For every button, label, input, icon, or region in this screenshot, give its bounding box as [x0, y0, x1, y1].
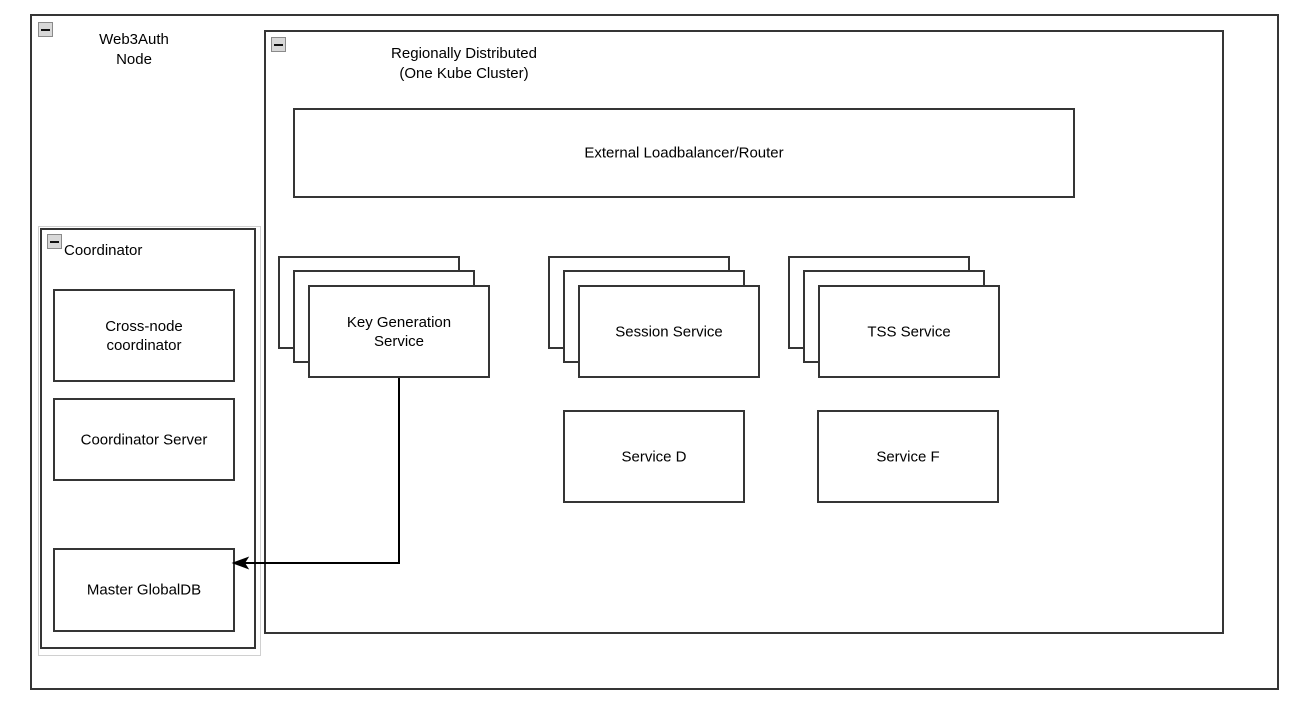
stack-key-generation-service[interactable]: Key Generation Service — [278, 256, 490, 379]
node-master-globaldb[interactable]: Master GlobalDB — [53, 548, 235, 632]
node-cross-node-coordinator[interactable]: Cross-node coordinator — [53, 289, 235, 382]
group-title-web3auth-node: Web3Auth Node — [99, 31, 169, 68]
stack-card-front[interactable]: Key Generation Service — [308, 285, 490, 378]
collapse-minus-icon-regionally-distributed[interactable] — [271, 37, 286, 52]
node-coordinator-server[interactable]: Coordinator Server — [53, 398, 235, 481]
node-label-service-f: Service F — [876, 448, 940, 465]
node-label-key-generation-service: Key Generation Service — [346, 313, 452, 350]
node-service-d[interactable]: Service D — [563, 410, 745, 503]
stack-session-service[interactable]: Session Service — [548, 256, 760, 379]
node-label-tss-service: TSS Service — [867, 323, 951, 340]
node-external-loadbalancer-router[interactable]: External Loadbalancer/Router — [293, 108, 1075, 198]
node-label-service-d: Service D — [621, 448, 687, 465]
group-title-coordinator: Coordinator — [64, 242, 143, 259]
stack-tss-service[interactable]: TSS Service — [788, 256, 1000, 379]
node-service-f[interactable]: Service F — [817, 410, 999, 503]
group-title-regionally-distributed: Regionally Distributed (One Kube Cluster… — [391, 45, 537, 82]
node-label-master-globaldb: Master GlobalDB — [86, 581, 202, 599]
node-label-cross-node-coordinator: Cross-node coordinator — [105, 317, 183, 354]
collapse-minus-icon-web3auth-node[interactable] — [38, 22, 53, 37]
node-label-external-loadbalancer-router: External Loadbalancer/Router — [584, 144, 784, 162]
node-label-coordinator-server: Coordinator Server — [80, 431, 208, 448]
collapse-minus-icon-coordinator[interactable] — [47, 234, 62, 249]
stack-card-front[interactable]: TSS Service — [818, 285, 1000, 378]
stack-card-front[interactable]: Session Service — [578, 285, 760, 378]
node-label-session-service: Session Service — [615, 323, 723, 340]
